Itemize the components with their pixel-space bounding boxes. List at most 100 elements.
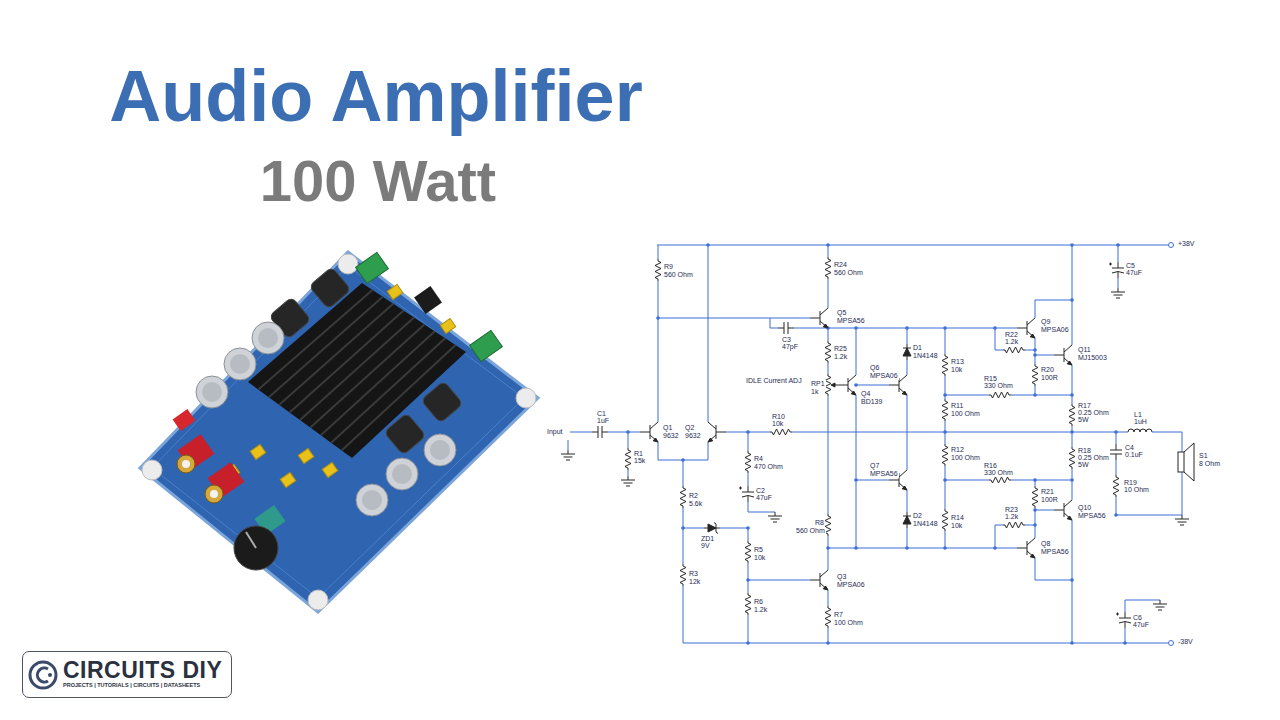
- standoff: [338, 254, 358, 274]
- component-label: 470 Ohm: [753, 463, 784, 471]
- component-label: R13: [950, 358, 965, 366]
- standoff: [142, 460, 162, 480]
- component-label: R5: [753, 546, 764, 554]
- logo-name: CIRCUITS DIY: [63, 658, 225, 682]
- resistor-symbol: [1003, 522, 1025, 528]
- component-label: R21: [1040, 488, 1055, 496]
- component-label: Q1: [662, 424, 673, 432]
- component-label: 12k: [688, 578, 701, 586]
- electrolytic-capacitors: [196, 322, 456, 516]
- capacitor-symbol: [778, 322, 794, 334]
- resistor-symbol: [1032, 364, 1038, 386]
- resistor-symbol: [825, 257, 831, 279]
- component-label: 1k: [810, 388, 819, 396]
- capacitor-symbol: [592, 426, 608, 438]
- ground-symbol: [561, 450, 575, 460]
- component-label: D1: [912, 344, 923, 352]
- component-label: 1N4148: [912, 352, 939, 360]
- standoff: [308, 590, 328, 610]
- transistor-symbol: [1017, 538, 1035, 558]
- volume-knob: [234, 526, 278, 570]
- component-label: 1.2k: [1004, 338, 1019, 346]
- component-label: 15k: [633, 457, 646, 465]
- resistor-symbol: [770, 429, 792, 435]
- component-label: 47uF: [1132, 621, 1150, 629]
- component-label: 1.2k: [1004, 513, 1019, 521]
- component-label: 100 Ohm: [833, 619, 864, 627]
- component-label: 9632: [684, 432, 702, 440]
- resistor-symbol: [942, 444, 948, 466]
- component-label: 1N4148: [912, 520, 939, 528]
- component-label: 560 Ohm: [663, 271, 694, 279]
- component-label: 5W: [1077, 461, 1090, 469]
- component-label: R9: [663, 263, 674, 271]
- ground-symbol: [768, 512, 782, 522]
- ground-symbol: [1111, 288, 1125, 298]
- resistor-symbol: [825, 341, 831, 363]
- component-label: 560 Ohm: [833, 269, 864, 277]
- resistor-symbol: [625, 448, 631, 470]
- component-label: 1uH: [1133, 418, 1148, 426]
- dc-jack: [414, 286, 442, 314]
- component-label: MJ15003: [1077, 354, 1108, 362]
- component-label: 47pF: [781, 343, 799, 351]
- component-label: Q2: [684, 424, 695, 432]
- ground-symbol: [621, 476, 635, 486]
- logo-tagline: PROJECTS | TUTORIALS | CIRCUITS | DATASH…: [63, 682, 225, 689]
- component-label: Q9: [1040, 318, 1051, 326]
- component-label: MPSA06: [1040, 326, 1070, 334]
- resistor-symbol: [745, 593, 751, 615]
- screw-terminals: [356, 252, 503, 361]
- amplifier-board: [140, 252, 538, 612]
- component-label: R8: [814, 519, 825, 527]
- capacitor-symbol: [739, 486, 754, 502]
- resistor-symbol: [655, 259, 661, 281]
- component-label: 0.1uF: [1124, 451, 1144, 459]
- component-label: R11: [950, 402, 964, 410]
- resistor-symbol: [825, 606, 831, 628]
- pcb: [140, 252, 538, 612]
- component-label: Q4: [860, 390, 871, 398]
- transistor-symbol: [640, 422, 658, 442]
- resistor-symbol: [1003, 347, 1025, 353]
- junction-dots: [626, 243, 1127, 645]
- capacitor-symbol: [1110, 444, 1122, 460]
- component-label: 100R: [1040, 374, 1059, 382]
- component-label: 10k: [753, 554, 766, 562]
- component-label: +38V: [1177, 240, 1196, 248]
- component-label: 100 Ohm: [950, 454, 981, 462]
- component-label: BD139: [860, 398, 883, 406]
- component-label: Q11: [1077, 346, 1092, 354]
- heatsink-fins: [258, 290, 455, 451]
- component-label: MPSA06: [836, 581, 866, 589]
- resistor-symbol: [989, 392, 1011, 398]
- component-label: 9V: [700, 542, 711, 550]
- component-label: 9632: [662, 432, 680, 440]
- component-label: Q5: [836, 309, 847, 317]
- subtitle: 100 Watt: [260, 152, 496, 210]
- component-label: RP1: [810, 380, 826, 388]
- dip-switch: [173, 409, 196, 431]
- component-label: R24: [833, 261, 848, 269]
- inductor-symbol: [1128, 429, 1152, 432]
- component-label: 330 Ohm: [983, 382, 1014, 390]
- component-label: 5.6k: [688, 500, 703, 508]
- knob-mark: [246, 532, 256, 548]
- component-label: 10k: [950, 522, 963, 530]
- component-label: R6: [753, 598, 764, 606]
- component-label: 10 Ohm: [1123, 486, 1150, 494]
- component-label: Q10: [1077, 504, 1092, 512]
- logo-box: CIRCUITS DIYPROJECTS | TUTORIALS | CIRCU…: [22, 651, 232, 698]
- resistor-symbol: [942, 509, 948, 531]
- logo-ring: [30, 662, 56, 688]
- component-label: MPSA56: [1077, 512, 1107, 520]
- zener-symbol: [704, 523, 720, 534]
- speaker-cone: [1184, 443, 1194, 481]
- components: [561, 257, 1194, 628]
- wire: [568, 245, 1182, 643]
- logo-c: [37, 668, 48, 682]
- component-label: -38V: [1177, 638, 1194, 646]
- component-label: IDLE Current ADJ: [745, 377, 803, 385]
- transistor-symbol: [708, 422, 726, 442]
